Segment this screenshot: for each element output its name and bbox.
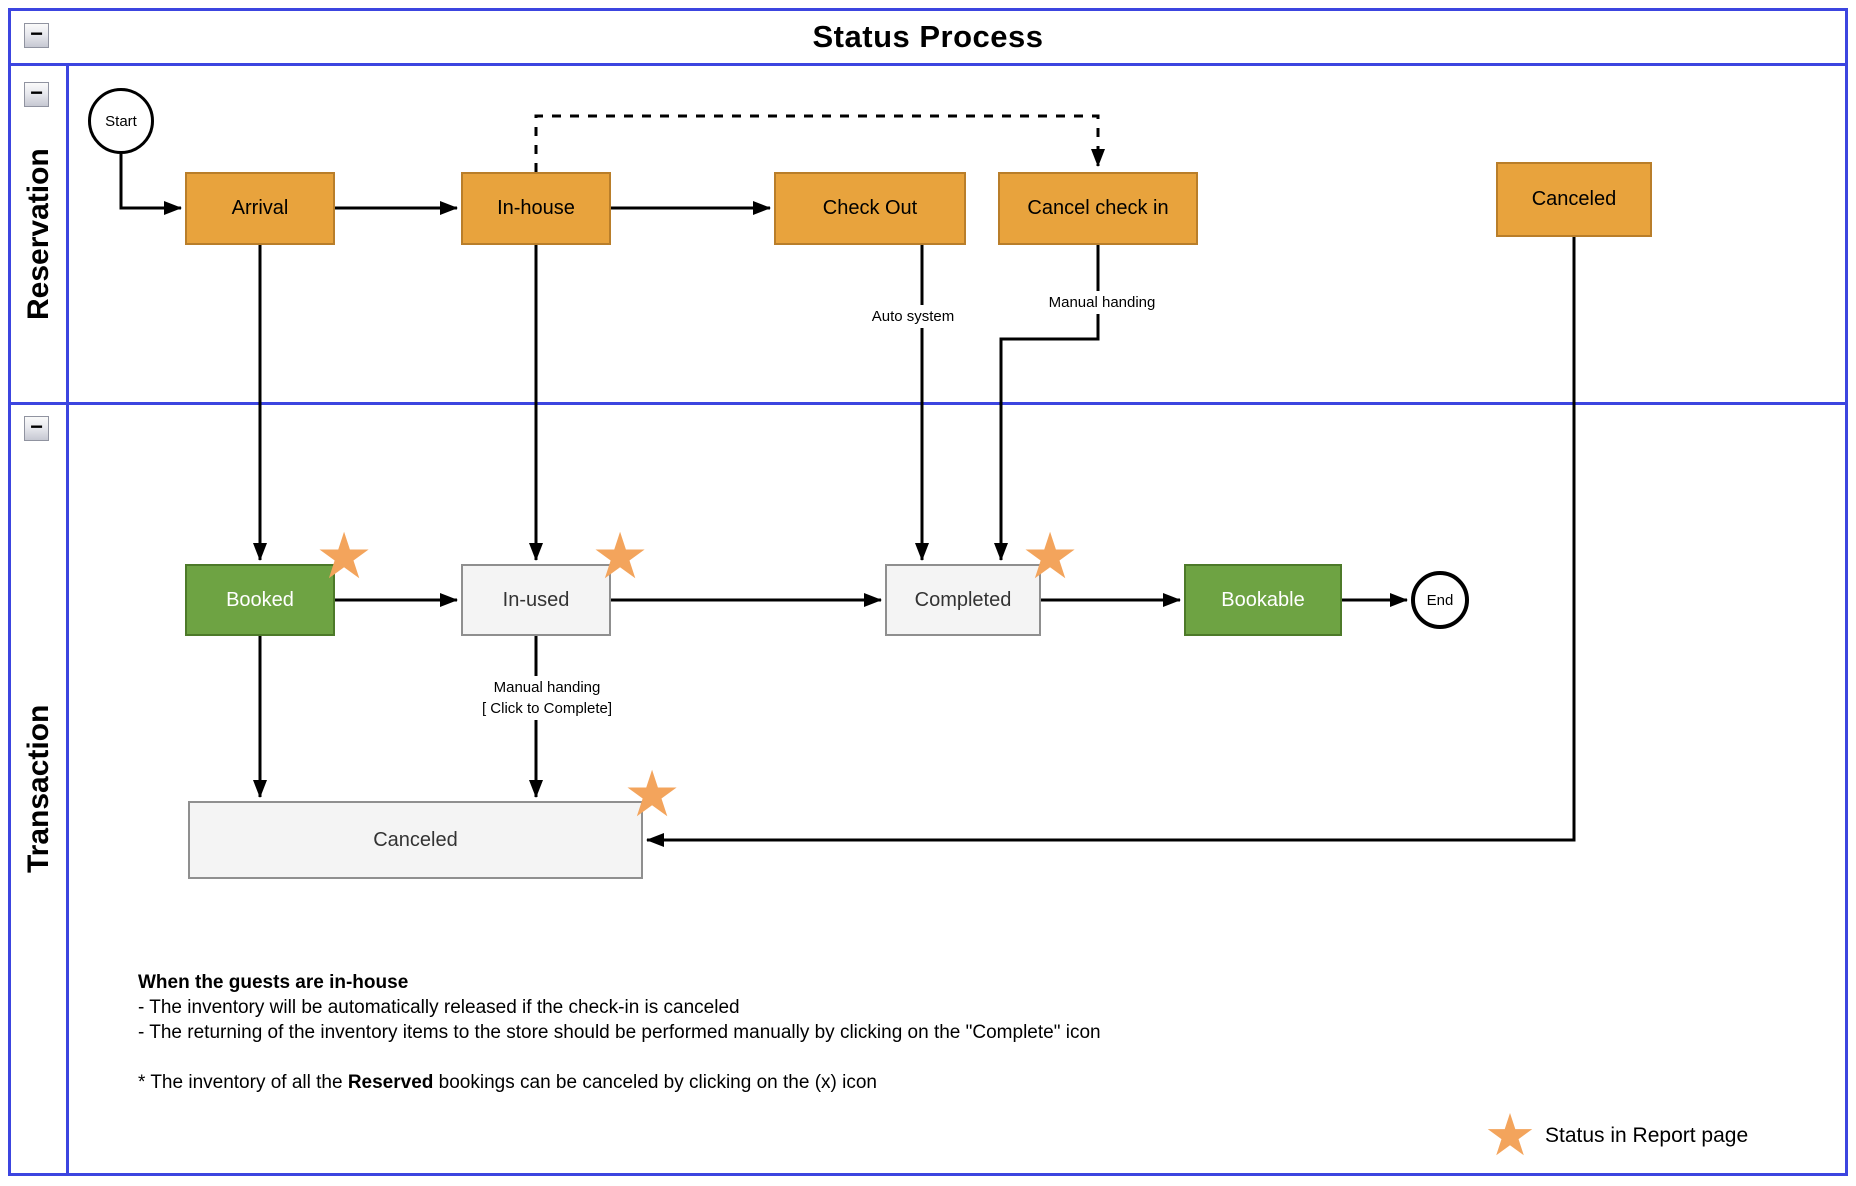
edge-label-manual-handing-checkin: Manual handing: [1015, 291, 1189, 314]
node-bookable[interactable]: Bookable: [1184, 564, 1342, 636]
legend-label: Status in Report page: [1545, 1124, 1749, 1147]
node-check-out[interactable]: Check Out: [774, 172, 966, 245]
edge-label-manual-handing-line: Manual handing: [493, 679, 601, 696]
edge-label-manual-handing-inused: Manual handing [ Click to Complete]: [445, 676, 649, 720]
node-cancel-check-in-label: Cancel check in: [1027, 197, 1169, 219]
collapse-reservation-button[interactable]: −: [24, 82, 49, 107]
star-icon: ★: [623, 758, 681, 830]
lane-transaction-label-column: Transaction: [11, 405, 69, 1173]
star-icon: ★: [1021, 520, 1079, 592]
star-icon: ★: [1484, 1103, 1536, 1168]
node-in-used-label: In-used: [502, 588, 570, 611]
lane-reservation-label-column: Reservation: [11, 66, 69, 402]
edge-label-click-to-complete: [ Click to Complete]: [481, 700, 613, 717]
node-check-out-label: Check Out: [822, 197, 918, 219]
node-start-label: Start: [105, 112, 137, 130]
notes-line: - The inventory will be automatically re…: [138, 997, 740, 1018]
node-start[interactable]: Start: [88, 88, 154, 154]
minus-icon: −: [30, 80, 43, 105]
notes-heading: When the guests are in-house: [138, 972, 409, 993]
node-cancel-check-in[interactable]: Cancel check in: [998, 172, 1198, 245]
node-arrival[interactable]: Arrival: [185, 172, 335, 245]
lane-reservation-label: Reservation: [22, 148, 55, 320]
node-completed[interactable]: Completed: [885, 564, 1041, 636]
node-arrival-label: Arrival: [231, 197, 289, 219]
node-in-house-label: In-house: [497, 197, 575, 219]
lane-transaction: Transaction: [8, 405, 1848, 1176]
node-canceled-reservation-label: Canceled: [1531, 188, 1617, 210]
node-booked-label: Booked: [226, 588, 294, 611]
node-canceled-reservation[interactable]: Canceled: [1496, 162, 1652, 237]
notes-line: - The returning of the inventory items t…: [138, 1022, 1101, 1043]
node-end[interactable]: End: [1411, 571, 1469, 629]
node-completed-label: Completed: [914, 588, 1012, 611]
collapse-title-button[interactable]: −: [24, 23, 49, 48]
notes-footnote-prefix: * The inventory of all the: [138, 1072, 348, 1093]
notes-footnote-bold: Reserved: [347, 1072, 434, 1093]
title-bar: Status Process: [8, 8, 1848, 66]
minus-icon: −: [30, 414, 43, 439]
node-bookable-label: Bookable: [1221, 588, 1305, 611]
node-canceled-transaction-label: Canceled: [373, 828, 458, 851]
notes-footnote-suffix: bookings can be canceled by clicking on …: [433, 1072, 877, 1093]
star-icon: ★: [591, 520, 649, 592]
node-in-used[interactable]: In-used: [461, 564, 611, 636]
node-in-house[interactable]: In-house: [461, 172, 611, 245]
node-end-label: End: [1426, 591, 1454, 609]
star-icon: ★: [315, 520, 373, 592]
lane-transaction-label: Transaction: [22, 704, 55, 874]
minus-icon: −: [30, 21, 43, 46]
edge-label-auto-system: Auto system: [826, 305, 1000, 328]
node-canceled-transaction[interactable]: Canceled: [188, 801, 643, 879]
notes-block: When the guests are in-house - The inven…: [138, 970, 1101, 1095]
collapse-transaction-button[interactable]: −: [24, 416, 49, 441]
page-title: Status Process: [812, 19, 1044, 54]
node-booked[interactable]: Booked: [185, 564, 335, 636]
notes-footnote: * The inventory of all the Reserved book…: [138, 1070, 1101, 1095]
